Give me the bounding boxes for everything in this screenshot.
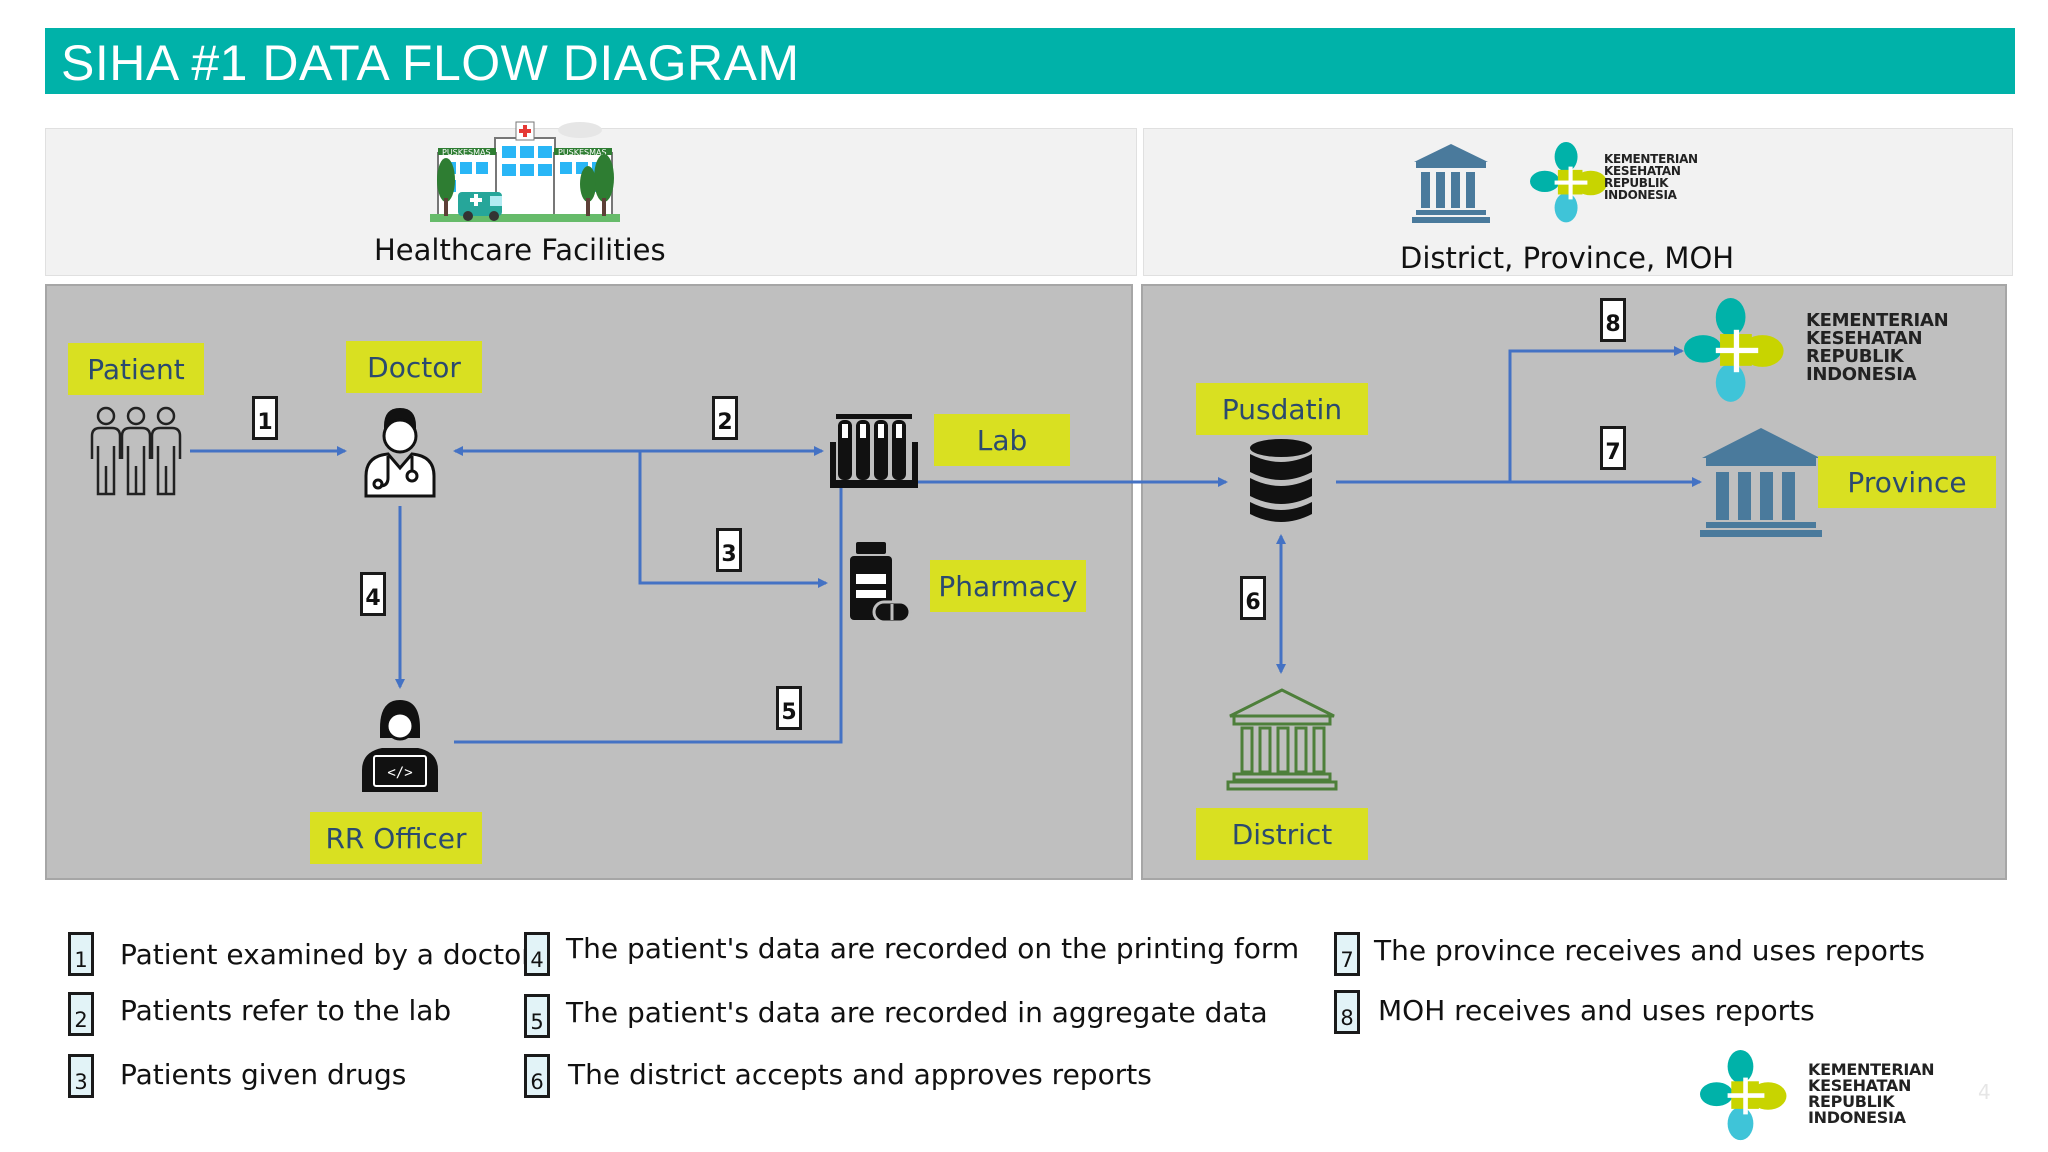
doctor-label: Doctor: [346, 341, 482, 393]
legend-text-6: The district accepts and approves report…: [568, 1058, 1152, 1091]
officer-laptop-icon: </>: [362, 700, 438, 792]
district-province-moh-header: [1143, 128, 2013, 276]
arrow-to-pharmacy: [638, 451, 828, 588]
district-province-moh-label: District, Province, MOH: [1400, 241, 1735, 275]
step-marker-4: 4: [360, 572, 386, 616]
province-building-icon: [1700, 428, 1822, 537]
legend-text-4: The patient's data are recorded on the p…: [566, 932, 1300, 965]
page-number: 4: [1978, 1080, 1991, 1104]
lab-test-tubes-icon: [830, 414, 918, 488]
step-marker-8: 8: [1600, 298, 1626, 342]
step-marker-2: 2: [712, 396, 738, 440]
legend-text-8: MOH receives and uses reports: [1378, 994, 1815, 1027]
lab-label: Lab: [934, 414, 1070, 466]
healthcare-facilities-label: Healthcare Facilities: [374, 233, 666, 267]
legend-marker-4: 4: [524, 932, 550, 976]
legend-text-2: Patients refer to the lab: [120, 994, 452, 1027]
ministry-logo-flow-icon: [1684, 298, 1784, 402]
database-icon: [1250, 439, 1312, 522]
step-marker-7: 7: [1600, 426, 1626, 470]
title-bar: SIHA #1 DATA FLOW DIAGRAM: [45, 28, 2015, 94]
arrow-to-ministry: [1508, 346, 1684, 482]
district-building-icon: [1226, 688, 1338, 791]
legend-text-3: Patients given drugs: [120, 1058, 407, 1091]
government-building-icon: [1412, 144, 1490, 223]
ministry-logo-footer-icon: [1700, 1050, 1787, 1141]
legend-text-7: The province receives and uses reports: [1374, 934, 1925, 967]
legend-marker-1: 1: [68, 932, 94, 976]
province-label: Province: [1818, 456, 1996, 508]
legend-marker-8: 8: [1334, 990, 1360, 1034]
svg-text:</>: </>: [387, 765, 412, 781]
hospital-sign-right: PUSKESMAS: [558, 148, 607, 157]
hospital-icon: PUSKESMAS PUSKESMAS: [430, 121, 620, 222]
medicine-bottle-icon: [850, 542, 912, 624]
pharmacy-label: Pharmacy: [930, 560, 1086, 612]
pusdatin-label: Pusdatin: [1196, 383, 1368, 435]
ministry-logo-icon: [1530, 142, 1608, 223]
legend-marker-2: 2: [68, 992, 94, 1036]
patient-label: Patient: [68, 343, 204, 395]
legend-marker-7: 7: [1334, 932, 1360, 976]
step-marker-1: 1: [252, 396, 278, 440]
legend-marker-6: 6: [524, 1054, 550, 1098]
step-marker-3: 3: [716, 528, 742, 572]
rr-officer-label: RR Officer: [310, 812, 482, 864]
step-marker-5: 5: [776, 686, 802, 730]
legend-marker-3: 3: [68, 1054, 94, 1098]
doctor-icon: [364, 408, 436, 498]
page-title: SIHA #1 DATA FLOW DIAGRAM: [61, 35, 800, 91]
arrow-rr-to-pusdatin: [454, 477, 1228, 744]
legend-marker-5: 5: [524, 994, 550, 1038]
people-group-icon: [90, 406, 182, 496]
step-marker-6: 6: [1240, 576, 1266, 620]
legend-text-1: Patient examined by a doctor: [120, 938, 533, 971]
hospital-sign-left: PUSKESMAS: [442, 148, 491, 157]
legend-text-5: The patient's data are recorded in aggre…: [566, 996, 1268, 1029]
district-label: District: [1196, 808, 1368, 860]
